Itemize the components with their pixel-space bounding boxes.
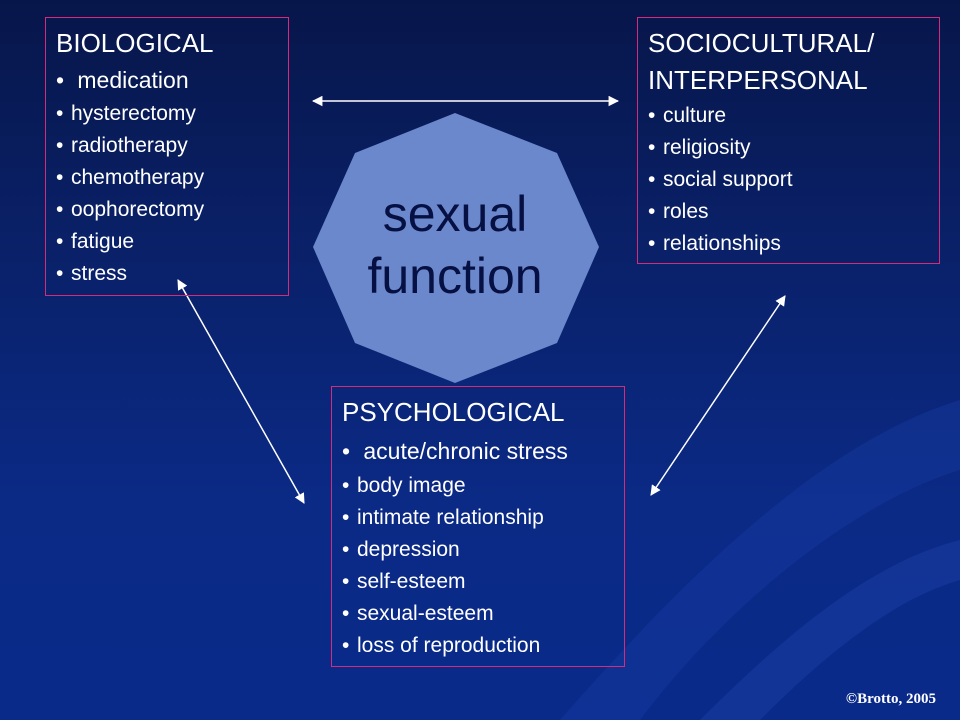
list-item: •sexual-esteem	[342, 602, 494, 625]
list-item: •fatigue	[56, 230, 135, 253]
psychological-list: •body image •intimate relationship •depr…	[342, 470, 544, 662]
sociocultural-list: •culture •religiosity •social support •r…	[648, 100, 793, 260]
list-item: •stress	[56, 262, 128, 285]
center-label-line2: function	[367, 248, 543, 304]
sociocultural-box: SOCIOCULTURAL/ INTERPERSONAL •culture •r…	[637, 17, 940, 264]
list-item: •self-esteem	[342, 570, 466, 593]
biological-box: BIOLOGICAL • medication •hysterectomy •r…	[45, 17, 289, 296]
list-item: •depression	[342, 538, 460, 561]
list-item: •oophorectomy	[56, 198, 205, 221]
list-item: •chemotherapy	[56, 166, 205, 189]
list-item: • acute/chronic stress	[342, 438, 568, 464]
list-item: •religiosity	[648, 136, 751, 159]
list-item: •radiotherapy	[56, 134, 188, 157]
list-item: •culture	[648, 104, 727, 127]
sociocultural-title-line2: INTERPERSONAL	[648, 65, 868, 95]
list-item: •relationships	[648, 232, 781, 255]
biological-list: •hysterectomy •radiotherapy •chemotherap…	[56, 98, 204, 290]
bullet-icon: •	[342, 438, 351, 464]
psychological-box: PSYCHOLOGICAL • acute/chronic stress •bo…	[331, 386, 625, 667]
bullet-icon: •	[56, 67, 65, 93]
list-item: •social support	[648, 168, 793, 191]
arrow-bio-psych	[177, 279, 305, 504]
list-item: • medication	[56, 67, 189, 93]
list-item: •roles	[648, 200, 709, 223]
center-label-line1: sexual	[382, 186, 528, 242]
list-item: •intimate relationship	[342, 506, 544, 529]
center-label: sexual function	[355, 183, 555, 307]
biological-title: BIOLOGICAL	[56, 28, 214, 58]
credit-text: ©Brotto, 2005	[845, 691, 936, 707]
center-star	[313, 113, 599, 383]
list-item: •loss of reproduction	[342, 634, 541, 657]
sociocultural-title-line1: SOCIOCULTURAL/	[648, 28, 875, 58]
list-item: •hysterectomy	[56, 102, 196, 125]
psychological-title: PSYCHOLOGICAL	[342, 397, 565, 427]
arrow-socio-psych	[650, 295, 786, 496]
list-item: •body image	[342, 474, 466, 497]
